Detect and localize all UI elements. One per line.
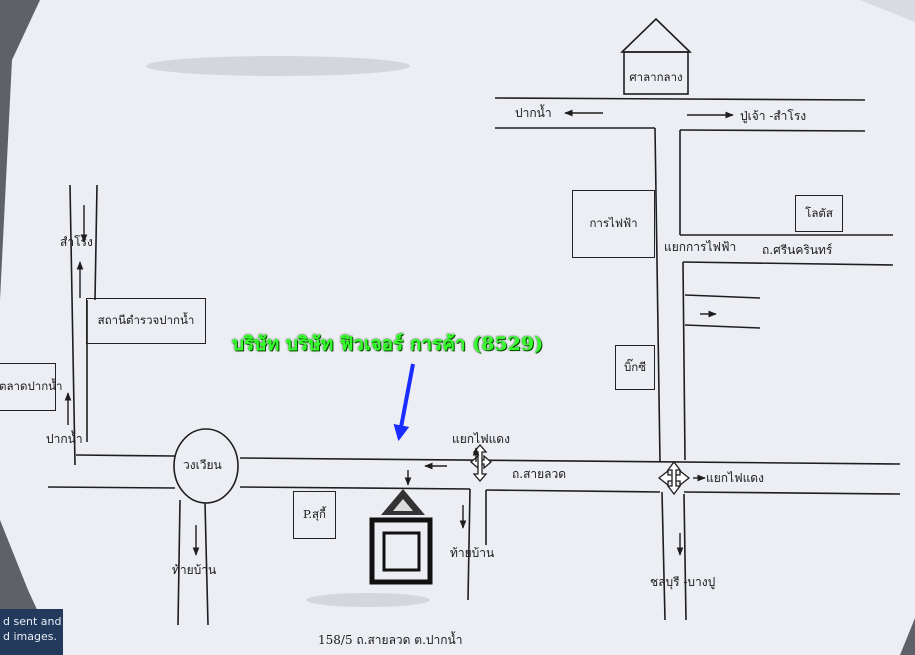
road-main-lower-mid xyxy=(239,486,471,490)
big-c-box: บิ๊กซี xyxy=(615,345,655,390)
suki-label: P.สุกี้ xyxy=(302,507,327,521)
label-paknam-left: ปากน้ำ xyxy=(46,432,83,446)
label-tai-ban-left: ท้ายบ้าน xyxy=(172,563,217,577)
label-electric-junction: แยกการไฟฟ้า xyxy=(664,240,737,254)
lotus-box: โลตัส xyxy=(795,195,843,232)
image-caption-overlay: d sent and d images. xyxy=(0,609,63,655)
label-traffic-light-right: แยกไฟแดง xyxy=(706,471,764,485)
town-hall-icon xyxy=(620,17,692,95)
label-paknam-top: ปากน้ำ xyxy=(515,106,552,120)
road-top-lower-right xyxy=(679,129,866,132)
label-sailuad-road: ถ.สายลวด xyxy=(512,467,567,481)
pointer-arrow xyxy=(393,363,415,442)
lotus-label: โลตัส xyxy=(805,205,833,220)
redacted-header xyxy=(146,56,430,607)
police-station-label: สถานีตำรวจปากน้ำ xyxy=(97,313,195,327)
label-traffic-light-mid: แยกไฟแดง xyxy=(452,432,510,446)
road-main-upper-right xyxy=(239,457,901,465)
label-roundabout: วงเวียน xyxy=(183,458,222,472)
road-main-lower-left xyxy=(47,486,176,489)
road-srinakarin-lower xyxy=(682,261,894,266)
label-srinakarin-road: ถ.ศรีนครินทร์ xyxy=(762,243,833,257)
road-main-lower-right xyxy=(485,489,661,493)
company-headline: บริษัท บริษัท ฟิวเจอร์ การค้า (8529) xyxy=(232,333,544,355)
roundabout-circle xyxy=(173,428,239,504)
electric-authority-label: การไฟฟ้า xyxy=(589,216,638,230)
suki-box: P.สุกี้ xyxy=(293,491,336,539)
crossroad-icon xyxy=(657,460,691,496)
label-chonburi-bangpu: ชลบุรี -บางปู xyxy=(650,575,716,589)
market-box: ตลาดปากน้ำ xyxy=(0,363,63,411)
label-tai-ban-mid: ท้ายบ้าน xyxy=(450,546,495,560)
label-pujao-samrong: ปู่เจ้า -สำโรง xyxy=(740,109,807,123)
market-label: ตลาดปากน้ำ xyxy=(0,379,63,393)
road-top-upper xyxy=(494,97,866,101)
town-hall-label: ศาลากลาง xyxy=(629,70,683,84)
road-left-inner xyxy=(94,184,98,301)
label-samrong: สำโรง xyxy=(60,235,93,249)
big-c-label: บิ๊กซี xyxy=(623,359,647,374)
company-building-icon xyxy=(369,489,433,585)
road-central-left xyxy=(654,127,661,463)
road-central-right-lower xyxy=(682,261,686,461)
road-left-outer xyxy=(69,184,76,466)
address-text: 158/5 ถ.สายลวด ต.ปากน้ำ xyxy=(318,633,463,647)
police-station-box: สถานีตำรวจปากน้ำ xyxy=(86,298,206,344)
road-main-upper-left xyxy=(75,454,176,457)
electric-authority-box: การไฟฟ้า xyxy=(572,190,655,258)
town-hall-box: ศาลากลาง xyxy=(624,60,688,96)
